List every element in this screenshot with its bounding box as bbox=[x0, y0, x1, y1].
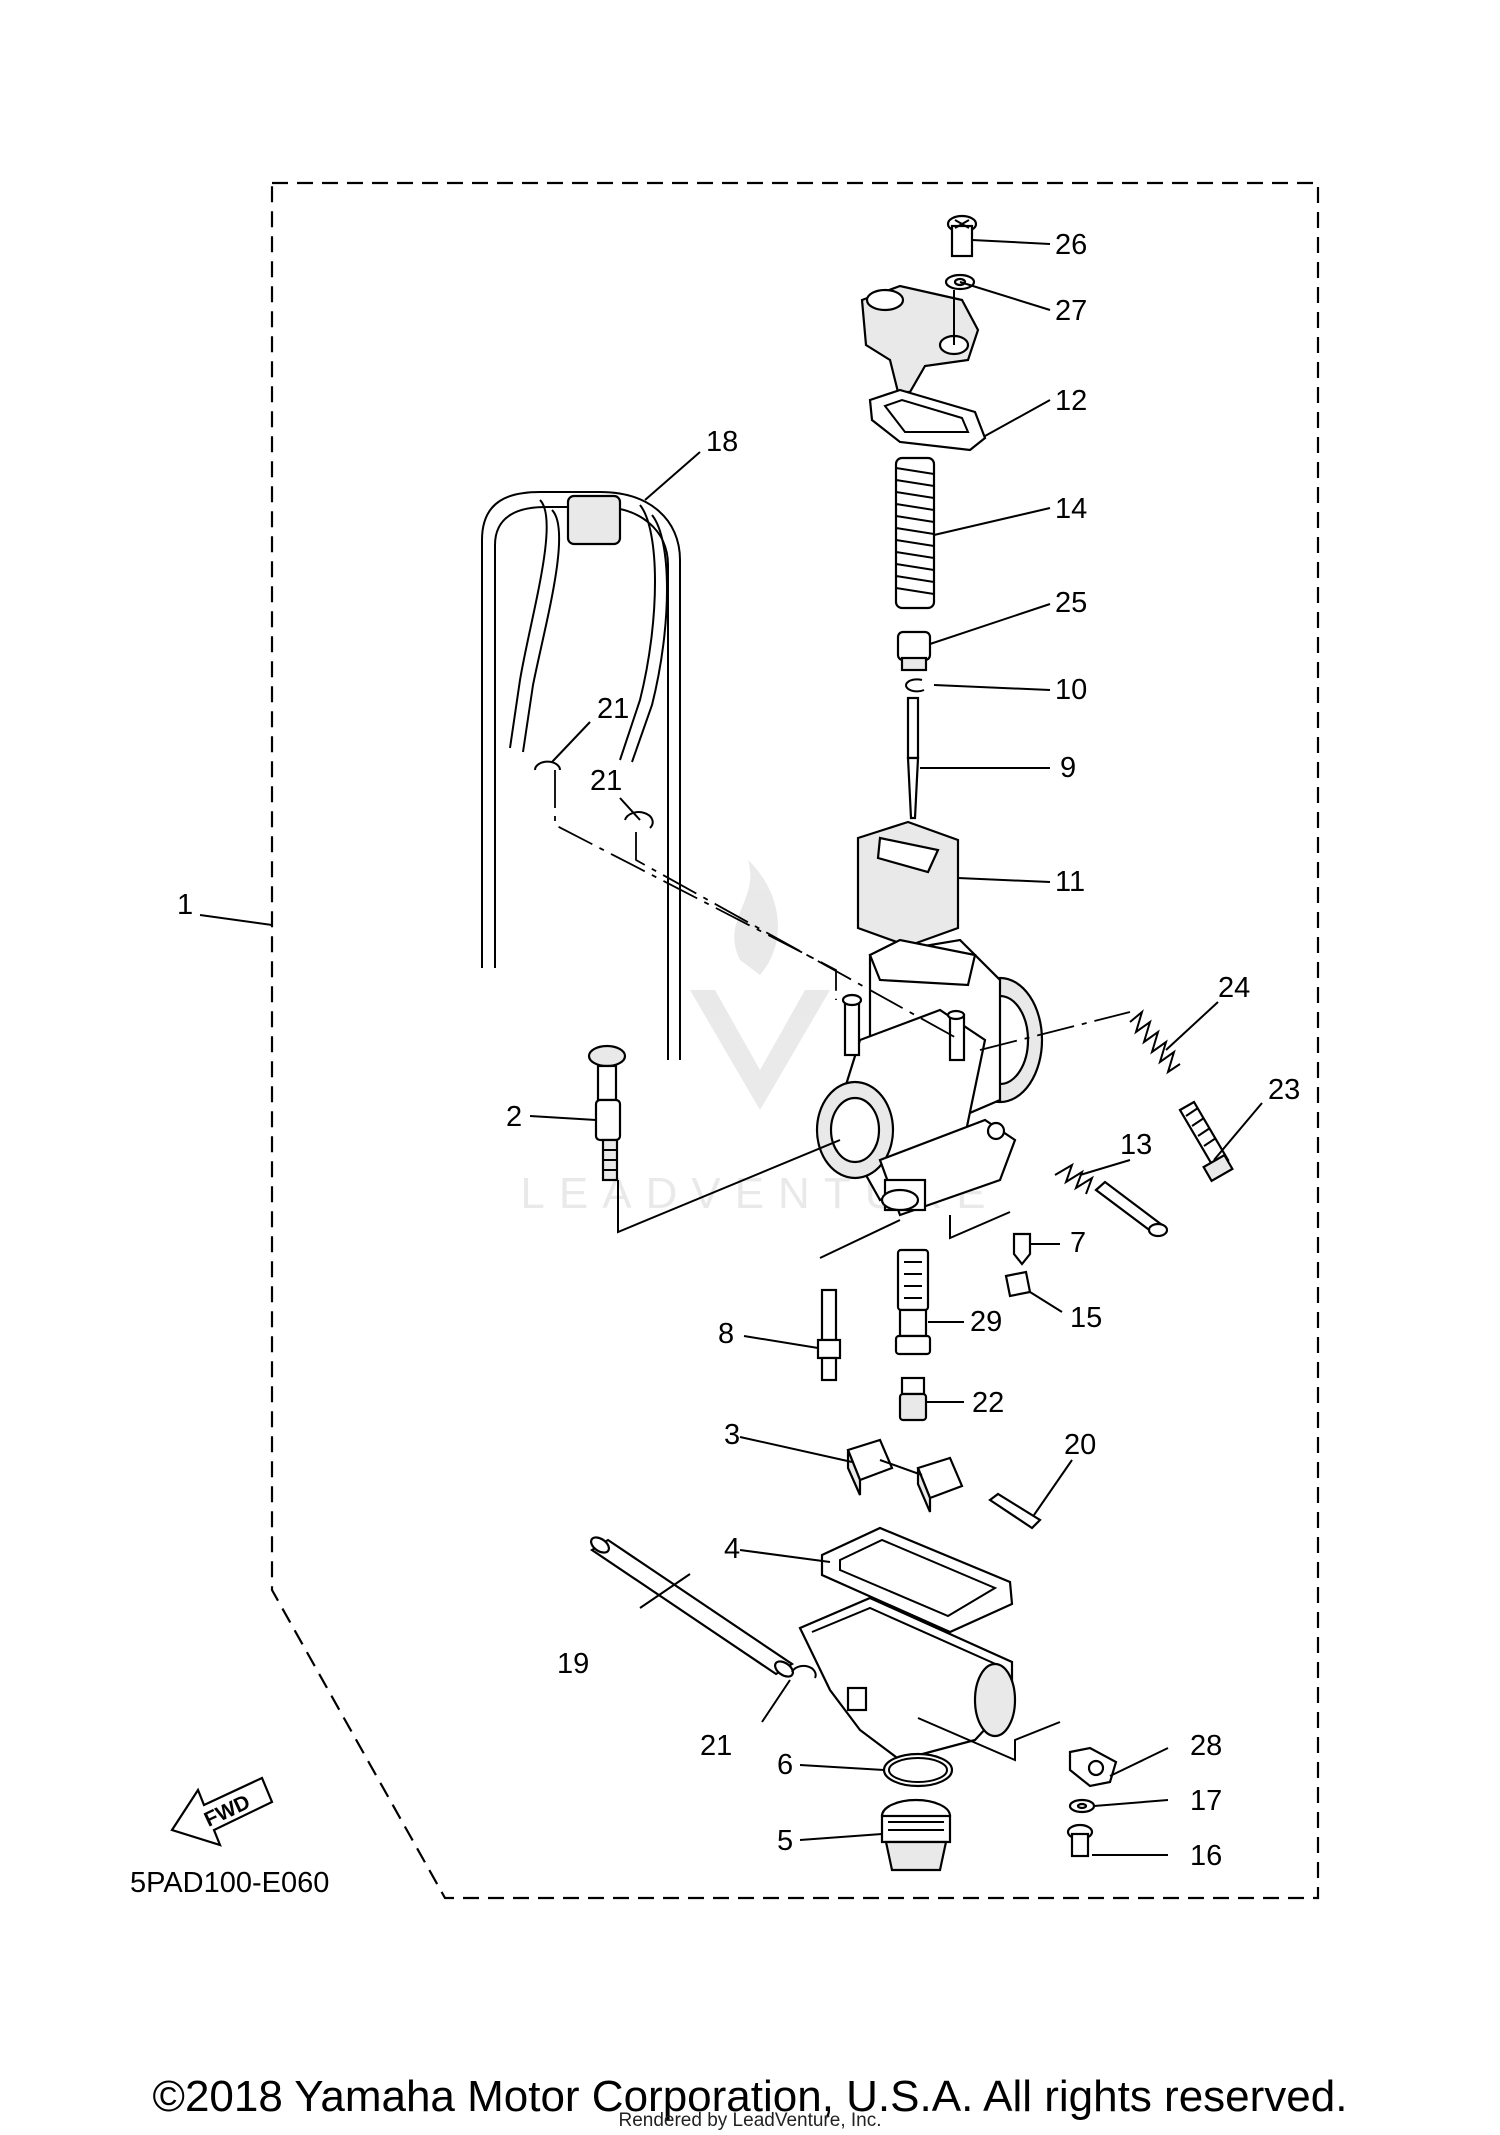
callout-4: 4 bbox=[724, 1533, 740, 1565]
part-25-needle-holder bbox=[896, 630, 932, 672]
callout-1: 1 bbox=[177, 889, 193, 921]
callout-9: 9 bbox=[1060, 752, 1076, 784]
callout-6: 6 bbox=[777, 1749, 793, 1781]
part-20-float-pin bbox=[988, 1492, 1042, 1530]
callout-17: 17 bbox=[1190, 1785, 1222, 1817]
part-22-main-jet bbox=[898, 1376, 928, 1422]
callout-24: 24 bbox=[1218, 972, 1250, 1004]
callout-22: 22 bbox=[972, 1387, 1004, 1419]
part-6-o-ring bbox=[882, 1752, 954, 1788]
part-18-vent-hoses bbox=[481, 491, 681, 1060]
jet-reference-line bbox=[819, 1211, 1011, 1259]
hose-reference-line-2 bbox=[635, 832, 961, 1041]
part-16-screw bbox=[1066, 1823, 1094, 1858]
spring-reference-line bbox=[979, 1011, 1131, 1051]
part-4-float-gasket bbox=[820, 1526, 1014, 1634]
part-17-washer bbox=[1068, 1798, 1096, 1814]
callout-19: 19 bbox=[557, 1648, 589, 1680]
callout-23: 23 bbox=[1268, 1074, 1300, 1106]
leader-lines bbox=[199, 239, 1263, 1856]
part-29-needle-jet bbox=[894, 1248, 932, 1356]
callout-21-upper-left: 21 bbox=[597, 693, 629, 725]
part-19-overflow-hose bbox=[589, 1536, 795, 1678]
callout-12: 12 bbox=[1055, 385, 1087, 417]
callout-5: 5 bbox=[777, 1825, 793, 1857]
part-12-gasket bbox=[868, 388, 987, 452]
copyright-notice: ©2018 Yamaha Motor Corporation, U.S.A. A… bbox=[152, 2072, 1348, 2121]
diagram-code: 5PAD100-E060 bbox=[130, 1867, 329, 1899]
part-5-drain-plug bbox=[880, 1798, 952, 1872]
callout-26: 26 bbox=[1055, 229, 1087, 261]
callout-18: 18 bbox=[706, 426, 738, 458]
callout-15: 15 bbox=[1070, 1302, 1102, 1334]
part-8-pilot-jet bbox=[816, 1288, 842, 1382]
callout-13: 13 bbox=[1120, 1129, 1152, 1161]
part-23-throttle-stop-screw bbox=[1178, 1100, 1234, 1183]
part-2-starter-plunger bbox=[587, 1044, 627, 1182]
part-21-clip-upper-left bbox=[534, 760, 561, 771]
rendered-by-notice: Rendered by LeadVenture, Inc. bbox=[618, 2110, 882, 2131]
part-3-float bbox=[846, 1438, 964, 1513]
callout-2: 2 bbox=[506, 1101, 522, 1133]
callout-11: 11 bbox=[1055, 866, 1085, 898]
callout-20: 20 bbox=[1064, 1429, 1096, 1461]
part-21-clip-lower bbox=[791, 1664, 817, 1679]
part-14-spring bbox=[894, 456, 936, 610]
callout-16: 16 bbox=[1190, 1840, 1222, 1872]
callout-21-lower: 21 bbox=[700, 1730, 732, 1762]
part-13-pilot-air-screw bbox=[1054, 1162, 1169, 1238]
callout-10: 10 bbox=[1055, 674, 1087, 706]
callouts: 1 2 3 4 5 6 7 8 9 10 11 12 13 14 15 16 1… bbox=[177, 229, 1300, 1872]
callout-14: 14 bbox=[1055, 493, 1087, 525]
callout-8: 8 bbox=[718, 1318, 734, 1350]
carburetor-body bbox=[815, 938, 1044, 1217]
part-24-spring bbox=[1129, 1009, 1181, 1075]
part-21-clip-upper-right bbox=[624, 811, 654, 829]
part-10-clip bbox=[905, 678, 925, 693]
float-chamber bbox=[798, 1596, 1061, 1762]
callout-28: 28 bbox=[1190, 1730, 1222, 1762]
fwd-arrow-icon: FWD bbox=[170, 1776, 274, 1847]
part-7-needle-valve bbox=[1012, 1232, 1032, 1266]
callout-25: 25 bbox=[1055, 587, 1087, 619]
callout-27: 27 bbox=[1055, 295, 1087, 327]
part-26-screw bbox=[946, 214, 978, 258]
part-9-jet-needle bbox=[906, 696, 920, 820]
callout-3: 3 bbox=[724, 1419, 740, 1451]
hose-reference-line bbox=[554, 770, 837, 1000]
part-15-plate bbox=[1004, 1270, 1032, 1298]
part-11-throttle-valve bbox=[856, 820, 960, 948]
starter-reference-line bbox=[617, 1139, 841, 1234]
carburetor-top-cap bbox=[860, 284, 980, 394]
callout-29: 29 bbox=[970, 1306, 1002, 1338]
callout-7: 7 bbox=[1070, 1227, 1086, 1259]
part-28-bracket bbox=[1068, 1746, 1118, 1788]
callout-21-upper-right: 21 bbox=[590, 765, 622, 797]
